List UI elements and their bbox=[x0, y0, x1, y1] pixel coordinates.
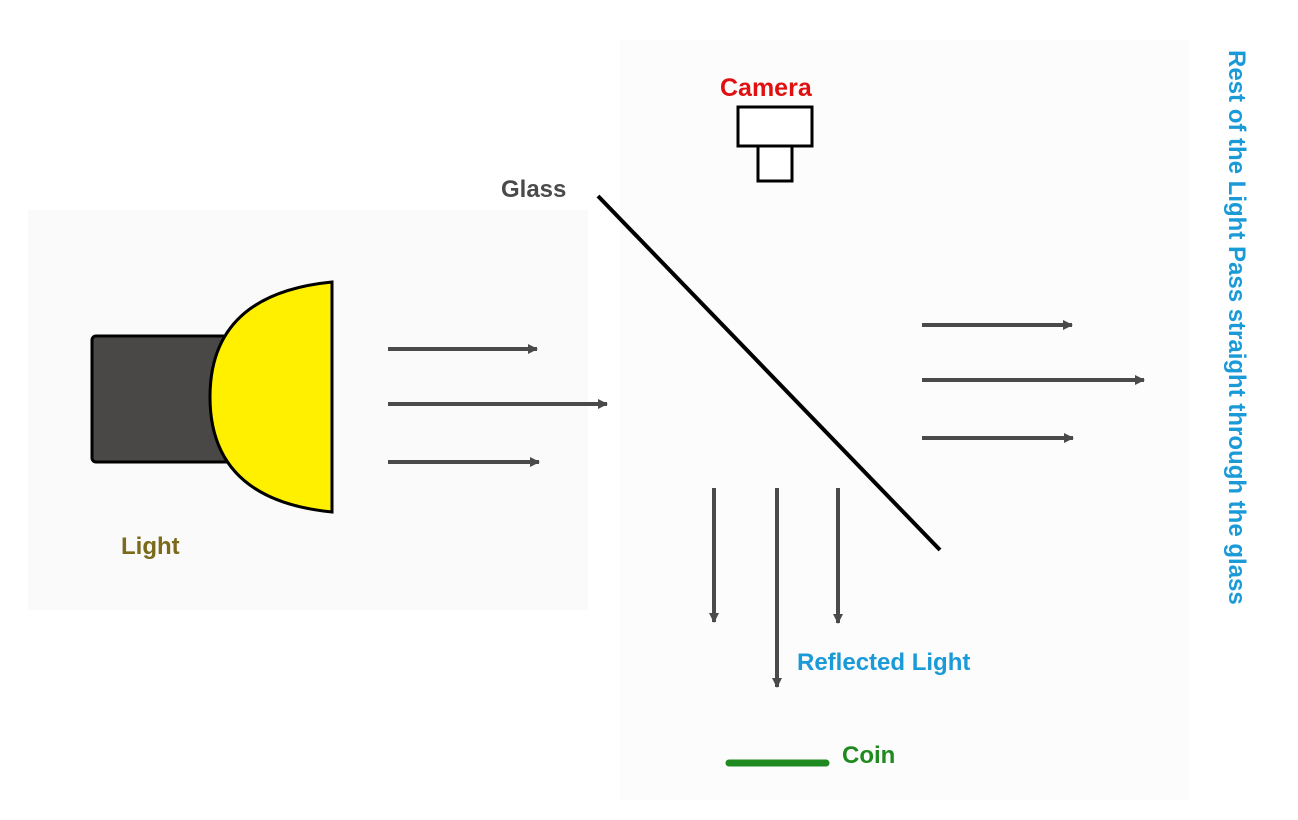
camera-lens bbox=[756, 144, 794, 183]
glass-label: Glass bbox=[501, 176, 566, 203]
coin-label: Coin bbox=[842, 742, 895, 769]
lamp bbox=[90, 280, 334, 514]
reflected-arrows bbox=[709, 488, 843, 688]
transmitted-light-label: Rest of the Light Pass straight through … bbox=[1223, 50, 1250, 605]
transmitted-arrows bbox=[922, 320, 1145, 443]
background-patch bbox=[620, 40, 1190, 800]
camera-label: Camera bbox=[720, 74, 813, 102]
camera-icon bbox=[736, 105, 814, 183]
camera-body bbox=[736, 105, 814, 148]
light-label: Light bbox=[121, 533, 180, 560]
reflected-light-label: Reflected Light bbox=[797, 649, 970, 676]
lamp-bulb bbox=[208, 280, 334, 514]
glass-plate bbox=[596, 194, 942, 552]
incoming-arrows bbox=[388, 344, 608, 467]
